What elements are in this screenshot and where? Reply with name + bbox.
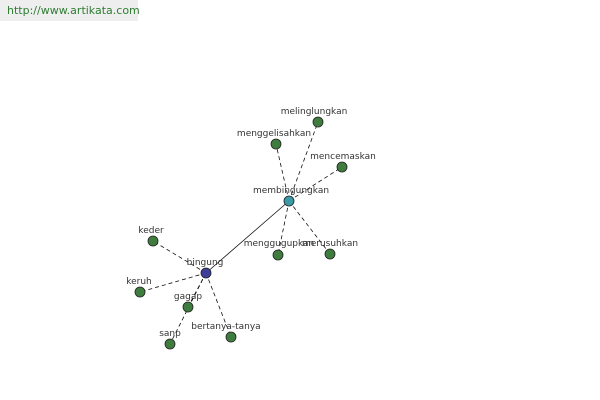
node-label-keder[interactable]: keder xyxy=(138,226,164,236)
node-label-merusuhkan[interactable]: merusuhkan xyxy=(302,239,358,249)
edge-bingung-sanp xyxy=(169,272,207,345)
node-label-membingungkan[interactable]: membingungkan xyxy=(253,186,329,196)
node-label-menggelisahkan[interactable]: menggelisahkan xyxy=(237,129,311,139)
node-label-gagap[interactable]: gagap xyxy=(174,292,202,302)
node-melinglungkan[interactable] xyxy=(312,116,324,128)
edge-membingungkan-menggelisahkan xyxy=(275,143,290,202)
node-sanp[interactable] xyxy=(164,338,176,350)
edge-bingung-keruh xyxy=(139,272,207,293)
edges-layer xyxy=(139,121,343,345)
node-label-mencemaskan[interactable]: mencemaskan xyxy=(310,152,376,162)
node-gagap[interactable] xyxy=(182,301,194,313)
node-menggugupkan[interactable] xyxy=(272,249,284,261)
url-banner[interactable]: http://www.artikata.com xyxy=(0,0,140,21)
node-bertanya-tanya[interactable] xyxy=(225,331,237,343)
node-menggelisahkan[interactable] xyxy=(270,138,282,150)
node-mencemaskan[interactable] xyxy=(336,161,348,173)
edge-membingungkan-menggugupkan xyxy=(277,200,290,256)
edge-bingung-keder xyxy=(152,240,207,274)
node-label-bingung[interactable]: bingung xyxy=(187,258,224,268)
node-keder[interactable] xyxy=(147,235,159,247)
node-merusuhkan[interactable] xyxy=(324,248,336,260)
node-membingungkan[interactable] xyxy=(283,195,295,207)
edge-bingung-membingungkan xyxy=(205,200,290,274)
node-bingung[interactable] xyxy=(200,267,212,279)
edge-bingung-bertanya-tanya xyxy=(205,272,232,338)
node-label-melinglungkan[interactable]: melinglungkan xyxy=(281,107,348,117)
labels-layer: bingung membingungkan melinglungkan menggel… xyxy=(126,107,376,339)
node-label-sanp[interactable]: sanp xyxy=(159,329,181,339)
edge-membingungkan-mencemaskan xyxy=(288,166,343,202)
nodes-layer xyxy=(134,116,348,350)
node-label-bertanya-tanya[interactable]: bertanya-tanya xyxy=(191,322,260,332)
node-keruh[interactable] xyxy=(134,286,146,298)
node-label-keruh[interactable]: keruh xyxy=(126,277,152,287)
edge-membingungkan-melinglungkan xyxy=(288,121,319,202)
node-label-menggugupkan[interactable]: menggugupkan xyxy=(244,239,315,249)
